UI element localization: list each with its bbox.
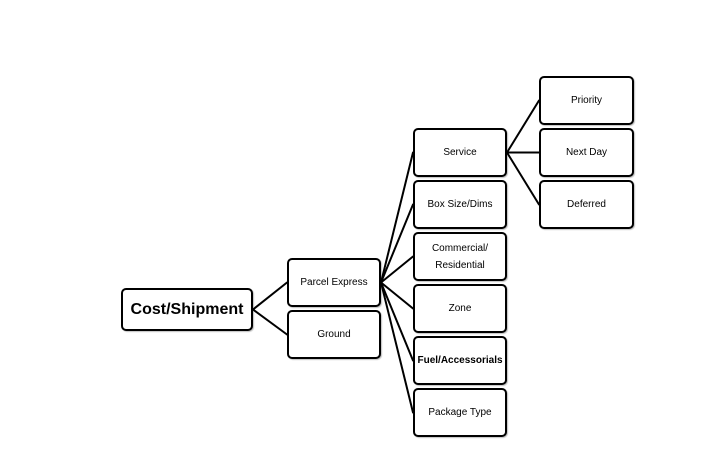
- node-label: Fuel/Accessorials: [417, 355, 503, 366]
- node-deferred: Deferred: [539, 180, 634, 229]
- node-priority: Priority: [539, 76, 634, 125]
- node-label: Box Size/Dims: [427, 199, 493, 210]
- node-label: Priority: [570, 95, 603, 106]
- node-label: Ground: [317, 329, 351, 340]
- node-label: Parcel Express: [300, 277, 368, 288]
- node-zone: Zone: [413, 284, 507, 333]
- edge-parcel-package-type: [380, 281, 414, 414]
- node-label: Package Type: [428, 407, 492, 418]
- node-label: Commercial/ Residential: [431, 242, 489, 271]
- node-cost-shipment: Cost/Shipment: [121, 288, 253, 331]
- edge-root-ground: [252, 308, 288, 336]
- node-box-size-dims: Box Size/Dims: [413, 180, 507, 229]
- edge-service-deferred: [506, 151, 540, 206]
- node-parcel-express: Parcel Express: [287, 258, 381, 307]
- edge-parcel-box-size: [380, 203, 414, 284]
- node-label: Next Day: [565, 147, 608, 158]
- node-label: Service: [443, 147, 477, 158]
- node-label: Deferred: [567, 199, 606, 210]
- node-ground: Ground: [287, 310, 381, 359]
- edge-root-parcel-express: [252, 281, 288, 311]
- edge-parcel-zone: [380, 281, 414, 310]
- node-service: Service: [413, 128, 507, 177]
- node-fuel-accessorials: Fuel/Accessorials: [413, 336, 507, 385]
- node-label: Zone: [448, 303, 472, 314]
- edge-parcel-fuel: [380, 281, 414, 362]
- edge-service-priority: [506, 99, 540, 154]
- node-package-type: Package Type: [413, 388, 507, 437]
- node-next-day: Next Day: [539, 128, 634, 177]
- edge-parcel-commercial: [380, 255, 414, 284]
- edge-parcel-service: [380, 151, 414, 284]
- node-label: Cost/Shipment: [130, 301, 244, 318]
- node-commercial-residential: Commercial/ Residential: [413, 232, 507, 281]
